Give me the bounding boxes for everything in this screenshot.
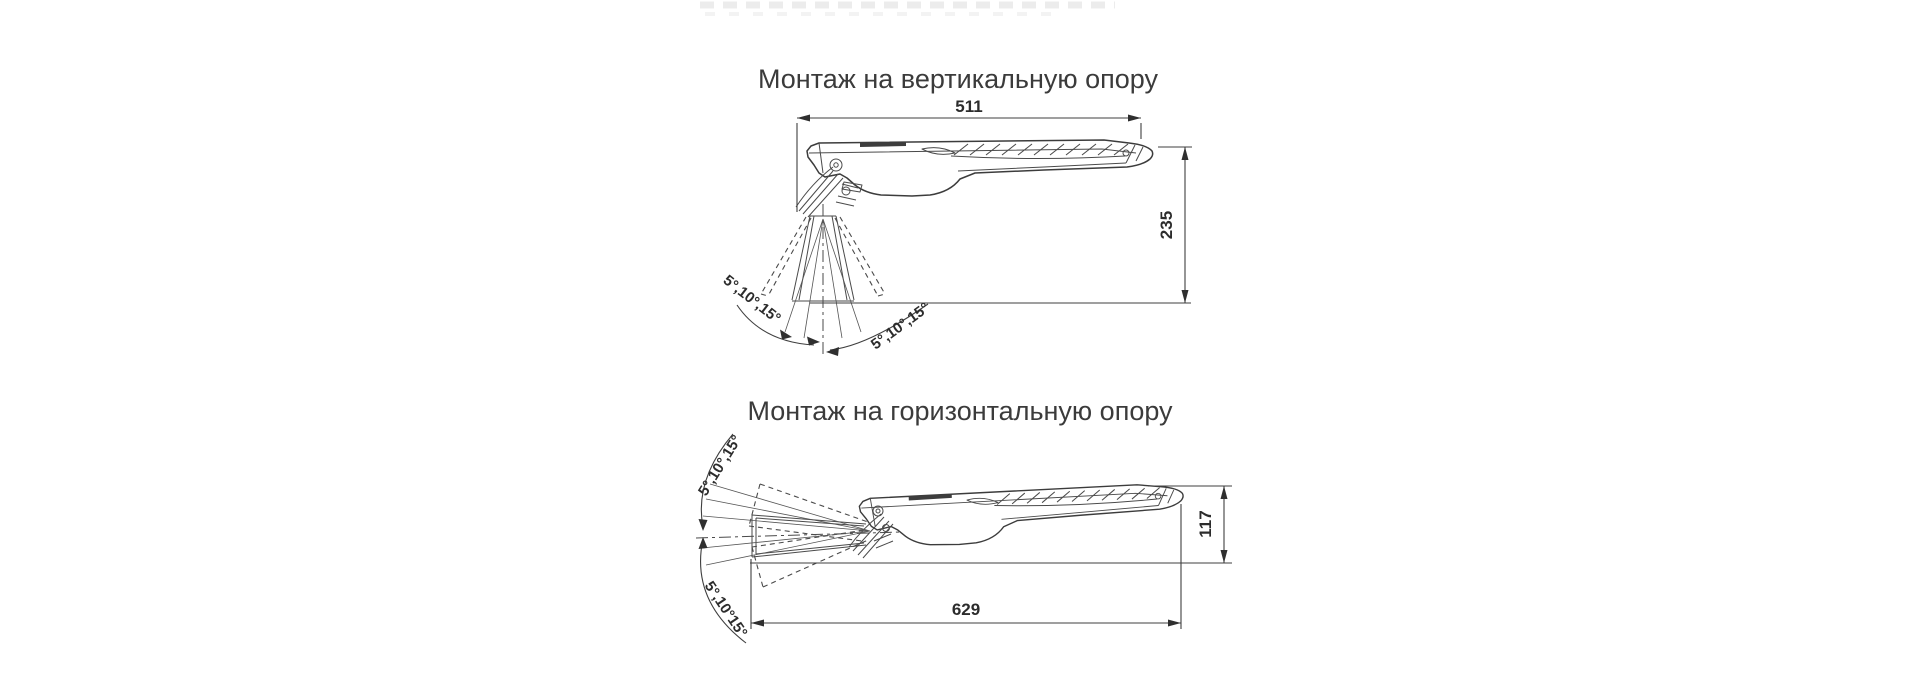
tilt-angles-label-lower: 5°,10°15° xyxy=(701,578,751,640)
dimension-length-629: 629 xyxy=(750,504,1182,629)
faint-page-artifact xyxy=(700,1,1115,16)
dimension-width-511: 511 xyxy=(796,97,1142,212)
dimension-height-235: 235 xyxy=(1157,146,1192,303)
dimension-height-117: 117 xyxy=(1148,485,1232,563)
mounting-bracket xyxy=(795,158,863,218)
luminaire-side-view xyxy=(806,139,1154,197)
horizontal-horn xyxy=(695,483,903,588)
tilt-angles-label-right: 5°,10°,15° xyxy=(868,299,933,353)
tilt-angle-arcs xyxy=(736,303,929,356)
dim-511-label: 511 xyxy=(955,97,982,116)
horizontal-mount-title: Монтаж на горизонтальную опору xyxy=(747,396,1173,426)
vertical-mount-title: Монтаж на вертикальную опору xyxy=(758,64,1158,94)
tilt-angles-label-left: 5°,10°,15° xyxy=(720,272,784,327)
horizontal-mount-drawing: Монтаж на горизонтальную опору xyxy=(695,396,1232,644)
luminaire-side-view xyxy=(858,482,1186,550)
vertical-pole xyxy=(760,204,886,358)
tilt-angle-arcs xyxy=(698,433,747,644)
dim-235-label: 235 xyxy=(1157,211,1176,239)
dim-629-label: 629 xyxy=(952,600,980,619)
dim-117-label: 117 xyxy=(1196,510,1215,537)
vertical-mount-drawing: Монтаж на вертикальную опору 5 xyxy=(720,64,1192,358)
tilt-angles-label-upper: 5°,10°,15° xyxy=(695,432,745,499)
